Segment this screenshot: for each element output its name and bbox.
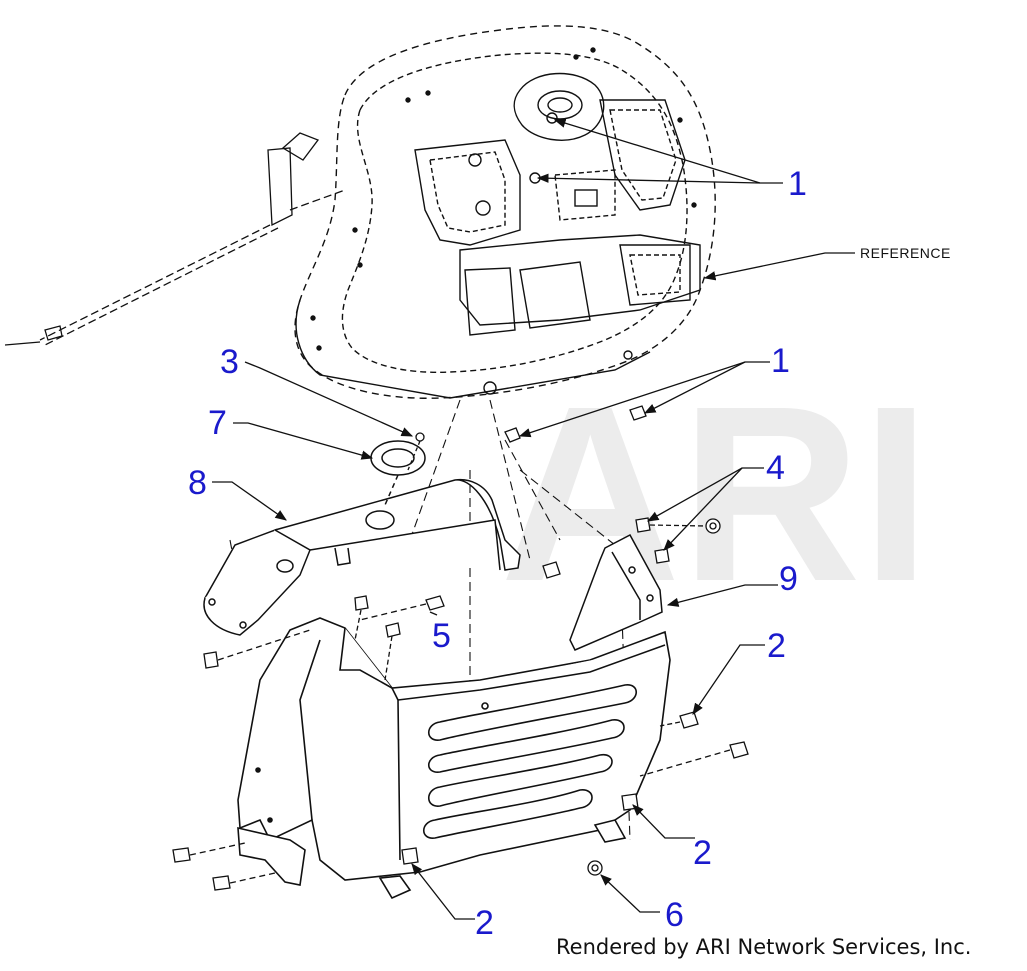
side-panel-part-9 <box>569 533 663 651</box>
leader-lines <box>212 118 855 920</box>
callout-6: 6 <box>665 896 684 934</box>
latch-rod <box>4 132 346 346</box>
watermark: ARI <box>500 354 931 633</box>
callout-1-mid: 1 <box>771 342 790 380</box>
callout-8: 8 <box>188 464 207 502</box>
mounting-bracket-part-8 <box>203 478 521 636</box>
screw-part-3 <box>407 432 425 471</box>
render-credit: Rendered by ARI Network Services, Inc. <box>556 935 972 959</box>
reference-label: REFERENCE <box>860 245 951 261</box>
callout-2-right: 2 <box>767 627 786 665</box>
callout-3: 3 <box>220 343 239 381</box>
fasteners <box>172 517 749 891</box>
callout-5: 5 <box>432 617 451 655</box>
callout-2-lower-right: 2 <box>693 834 712 872</box>
callout-4: 4 <box>766 449 785 487</box>
grommet-part-7 <box>370 440 426 506</box>
front-grille <box>237 617 671 900</box>
callout-2-bottom: 2 <box>475 904 494 942</box>
callout-7: 7 <box>208 404 227 442</box>
callout-1-top: 1 <box>788 165 807 203</box>
callout-9: 9 <box>779 560 798 598</box>
screws-part-1 <box>504 405 647 443</box>
reference-housing <box>294 25 716 399</box>
